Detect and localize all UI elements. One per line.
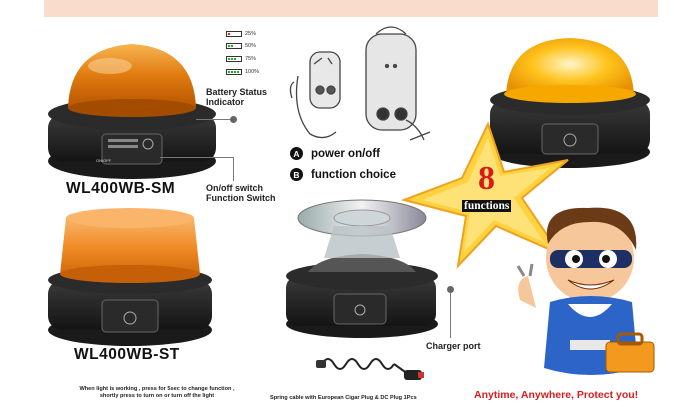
power-onoff-label: power on/off — [311, 147, 380, 160]
spring-cable-icon — [316, 358, 424, 380]
footer-note-line2: shortly press to turn on or turn off the… — [99, 393, 215, 399]
switch-leader-line — [160, 157, 234, 158]
battery-level-25: 25% — [226, 31, 256, 37]
battery-level-50: 50% — [226, 43, 256, 49]
charger-port-label: Charger port — [426, 341, 481, 351]
switch-leader-line-vertical — [233, 157, 234, 181]
star-badge-icon — [400, 121, 569, 270]
battery-level-label: 75% — [245, 56, 257, 62]
mascot-icon — [516, 207, 655, 375]
badge-word: functions — [462, 200, 512, 212]
battery-level-label: 50% — [245, 43, 257, 49]
badge-number: 8 — [478, 160, 495, 197]
battery-level-100: 100% — [226, 69, 259, 75]
battery-leader-dot — [230, 116, 237, 123]
charger-leader-dot — [447, 286, 454, 293]
switch-label: On/off switch Function Switch — [206, 183, 276, 203]
battery-leader-line — [196, 119, 232, 120]
beacon-sm-image — [48, 44, 216, 179]
model-sm-label: WL400WB-SM — [66, 180, 176, 197]
charger-leader-line — [450, 290, 451, 338]
remote-function-row: B function choice — [290, 168, 396, 181]
top-banner — [44, 0, 658, 17]
letter-a-badge: A — [290, 147, 303, 160]
footer-note: When light is working , press for 5sec t… — [52, 386, 262, 400]
beacon-lit-image — [490, 38, 650, 168]
battery-level-75: 75% — [226, 56, 256, 62]
battery-icon — [226, 56, 242, 62]
remote-hand-icon — [289, 26, 431, 141]
panel-label-sm: ON/OFF — [96, 158, 112, 163]
beacon-chrome-image — [286, 199, 438, 338]
battery-icon — [226, 31, 242, 37]
battery-level-label: 25% — [245, 31, 257, 37]
remote-power-row: A power on/off — [290, 147, 380, 160]
function-choice-label: function choice — [311, 168, 396, 181]
footer-note-line1: When light is working , press for 5sec t… — [79, 386, 235, 392]
battery-level-label: 100% — [245, 69, 260, 75]
cable-note: Spring cable with European Cigar Plug & … — [270, 395, 417, 401]
battery-icon — [226, 69, 242, 75]
beacon-st-image — [48, 208, 212, 346]
tagline: Anytime, Anywhere, Protect you! — [474, 389, 639, 401]
battery-indicator-label: Battery Status Indicator — [206, 87, 268, 107]
letter-b-badge: B — [290, 168, 303, 181]
model-st-label: WL400WB-ST — [74, 346, 180, 363]
battery-icon — [226, 43, 242, 49]
